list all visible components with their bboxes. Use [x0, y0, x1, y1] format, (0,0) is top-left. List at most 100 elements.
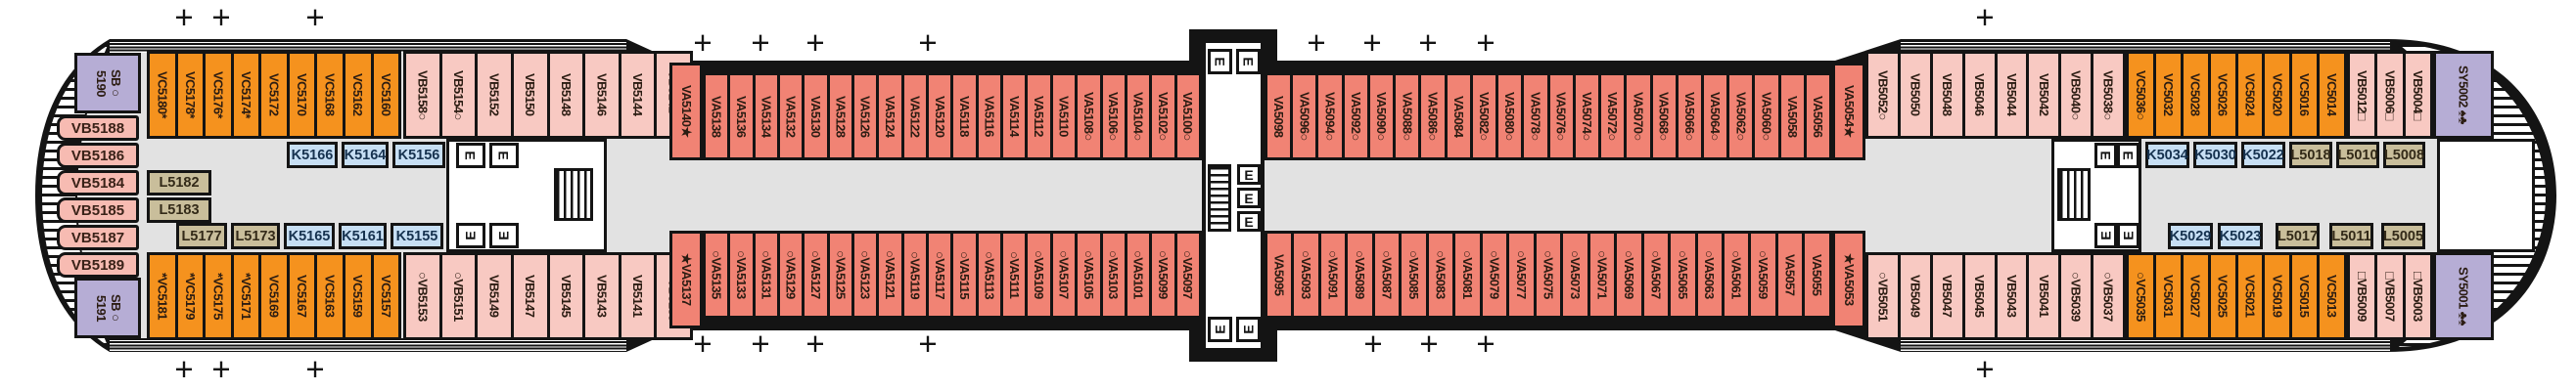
- cabin-L5010: L5010: [2336, 142, 2379, 168]
- cabin-label: VA5068○: [1656, 92, 1672, 141]
- cabin-VB5146: VB5146: [585, 54, 619, 136]
- cabin-label: VB5041: [2036, 275, 2051, 318]
- cabin-label: VA5080○: [1502, 92, 1518, 141]
- elevator-label: E: [496, 151, 512, 160]
- cabin-VB5039: ○VB5039: [2061, 255, 2092, 337]
- cabin-VA5077: ○VA5077: [1509, 234, 1534, 316]
- cabin-label: VA5128: [833, 95, 849, 138]
- cabin-VA5124: VA5124: [879, 75, 901, 157]
- cabin-VC5035: ○VC5035: [2129, 255, 2153, 337]
- cabin-label: VB5042: [2036, 73, 2051, 116]
- elevator-icon: E: [489, 223, 519, 248]
- cabin-strip-bottom-mid-left-va: ○VA5135○VA5133○VA5131○VA5129○VA5127○VA51…: [703, 231, 1202, 319]
- cabin-label: VB5040○: [2068, 69, 2084, 120]
- cabin-VA5075: ○VA5075: [1536, 234, 1561, 316]
- cabin-VC5014: VC5014: [2320, 54, 2344, 136]
- elevator-icon: E: [456, 223, 485, 248]
- cabin-label: VB5047: [1940, 275, 1955, 318]
- plus-mark: +: [751, 326, 770, 362]
- elevator-icon: E: [1208, 49, 1232, 74]
- cabin-VA5115: ○VA5115: [953, 234, 976, 316]
- elevator-icon: E: [1236, 317, 1261, 342]
- cabin-VA5125: ○VA5125: [829, 234, 852, 316]
- plus-mark: +: [693, 326, 713, 362]
- cabin-VA5109: ○VA5109: [1028, 234, 1050, 316]
- cabin-VA5093: ○VA5093: [1294, 234, 1318, 316]
- plus-mark: +: [918, 24, 938, 61]
- plus-mark: +: [1419, 326, 1439, 362]
- cabin-label: *VC5171: [238, 273, 253, 320]
- elevator-label: E: [1244, 190, 1254, 206]
- cabin-label: VA5095: [1271, 253, 1287, 296]
- cabin-label: ○VA5129: [783, 250, 799, 299]
- elevator-icon: E: [2094, 143, 2117, 168]
- cabin-label: VB5012□: [2355, 69, 2370, 120]
- cabin-label: VC5027: [2187, 275, 2203, 318]
- cabin-label: VA5126: [857, 95, 873, 138]
- cabin-VA5128: VA5128: [829, 75, 852, 157]
- cabin-VA5091: ○VA5091: [1320, 234, 1346, 316]
- cabin-VB5045: VB5045: [1964, 255, 1995, 337]
- cabin-VC5032: VC5032: [2155, 54, 2181, 136]
- cabin-label: ○VA5109: [1032, 250, 1047, 299]
- cabin-label: ○VA5133: [734, 250, 750, 299]
- cabin-VA5116: VA5116: [978, 75, 1001, 157]
- cabin-label: VA5138: [709, 95, 724, 138]
- cabin-label: VC5026: [2215, 73, 2231, 116]
- cabin-VA5130: VA5130: [805, 75, 827, 157]
- cabin-label: ○VA5135: [709, 250, 724, 299]
- cabin-L5183: L5183: [147, 197, 211, 223]
- cabin-label: ○VA5131: [759, 250, 774, 299]
- cabin-label: VA5108○: [1081, 92, 1096, 141]
- cabin-VA5120: VA5120: [929, 75, 951, 157]
- cabin-VA5073: ○VA5073: [1563, 234, 1587, 316]
- cabin-VA5087: ○VA5087: [1374, 234, 1400, 316]
- cabin-VA5072: VA5072○: [1601, 75, 1625, 157]
- cabin-L5011: L5011: [2329, 223, 2373, 249]
- cabin-label: VB5048: [1940, 73, 1955, 116]
- cabin-VB5148: VB5148: [549, 54, 583, 136]
- cabin-label: VA5100○: [1180, 92, 1196, 141]
- plus-mark: +: [211, 351, 231, 387]
- elevator-label: E: [1244, 213, 1254, 230]
- cabin-VA5078: VA5078○: [1524, 75, 1547, 157]
- plus-mark: +: [805, 24, 825, 61]
- cabin-strip-bottom-step-left: ★VA5137: [669, 231, 703, 328]
- cabin-label: VC5024: [2242, 73, 2258, 116]
- cabin-label: ○VA5117: [932, 250, 947, 299]
- cabin-L5017: L5017: [2276, 223, 2320, 249]
- cabin-VA5135: ○VA5135: [706, 234, 728, 316]
- stairs-icon: [1208, 164, 1231, 232]
- cabin-VA5121: ○VA5121: [879, 234, 901, 316]
- elevator-icon: E: [456, 143, 485, 168]
- cabin-label: ○VA5101: [1130, 250, 1146, 299]
- cabin-label: VB5050: [1908, 73, 1923, 116]
- cabin-VB5149: VB5149: [478, 255, 511, 337]
- cabin-label: ○VA5071: [1594, 250, 1610, 299]
- plus-mark: +: [174, 0, 194, 35]
- plus-mark: +: [1975, 351, 1995, 387]
- cabin-SB5190: SB ○ 5190: [74, 53, 141, 113]
- cabin-label: VA5060○: [1759, 92, 1774, 141]
- cabin-label: VC5025: [2215, 275, 2231, 318]
- cabin-label: VB5044: [2003, 73, 2019, 116]
- cabin-VA5105: ○VA5105: [1078, 234, 1100, 316]
- cabin-VA5061: ○VA5061: [1724, 234, 1749, 316]
- cabin-VA5053: ★VA5053: [1835, 234, 1863, 326]
- cabin-label: VC5020: [2270, 73, 2285, 116]
- cabin-label: VC5157: [378, 275, 393, 318]
- cabin-strip-top-step-right: VA5054★: [1832, 63, 1865, 160]
- cabin-label: VA5090○: [1374, 92, 1390, 141]
- cabin-VC5016: VC5016: [2292, 54, 2318, 136]
- cabin-K5034: K5034: [2145, 142, 2189, 168]
- cabin-label: VC5019: [2270, 275, 2285, 318]
- cabin-VB5004: VB5004□: [2405, 54, 2430, 136]
- cabin-K5022: K5022: [2241, 142, 2285, 168]
- cabin-VC5159: VC5159: [345, 255, 371, 337]
- cabin-label: VC5170: [295, 73, 310, 116]
- cabin-VC5176: VC5176*: [206, 54, 231, 136]
